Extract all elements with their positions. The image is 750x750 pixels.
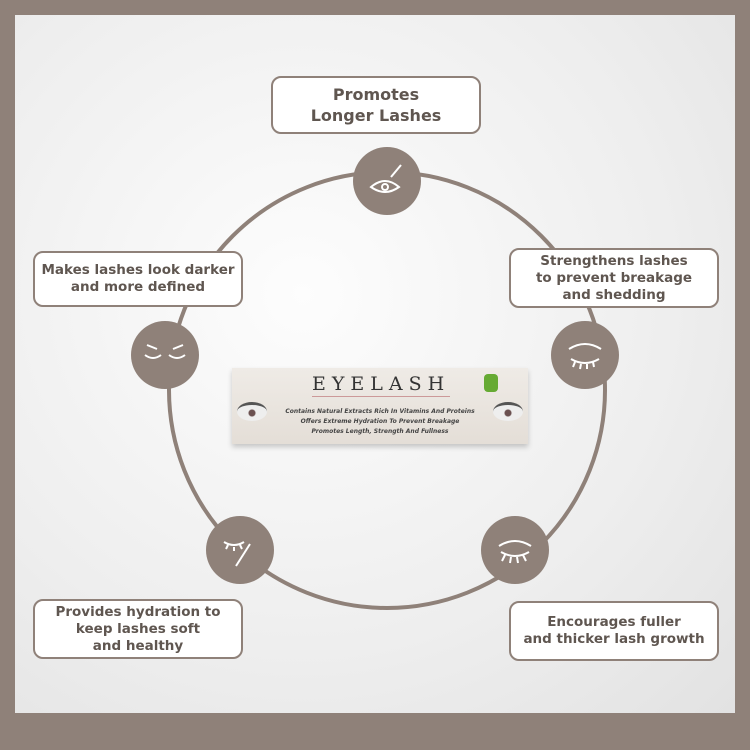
benefit-right-bottom: Encourages fuller and thicker lash growt… [509,601,719,661]
brand-logo [484,374,498,392]
benefit-right-top: Strengthens lashes to prevent breakage a… [509,248,719,308]
product-brand: EYELASH [312,373,451,397]
product-line-1: Contains Natural Extracts Rich In Vitami… [285,408,475,415]
brow-lash-icon [551,321,619,389]
product-line-2: Offers Extreme Hydration To Prevent Brea… [300,418,460,425]
closed-eyes-icon [131,321,199,389]
benefit-top: Promotes Longer Lashes [271,76,481,134]
product-line-3: Promotes Length, Strength And Fullness [311,428,449,435]
eye-image-right [493,402,523,421]
eye-image-left [237,402,267,421]
product-box: EYELASH Contains Natural Extracts Rich I… [232,368,528,444]
mascara-eye-icon [353,147,421,215]
benefit-left-top: Makes lashes look darker and more define… [33,251,243,307]
full-lash-icon [481,516,549,584]
benefit-left-bottom: Provides hydration to keep lashes soft a… [33,599,243,659]
lash-applicator-icon [206,516,274,584]
